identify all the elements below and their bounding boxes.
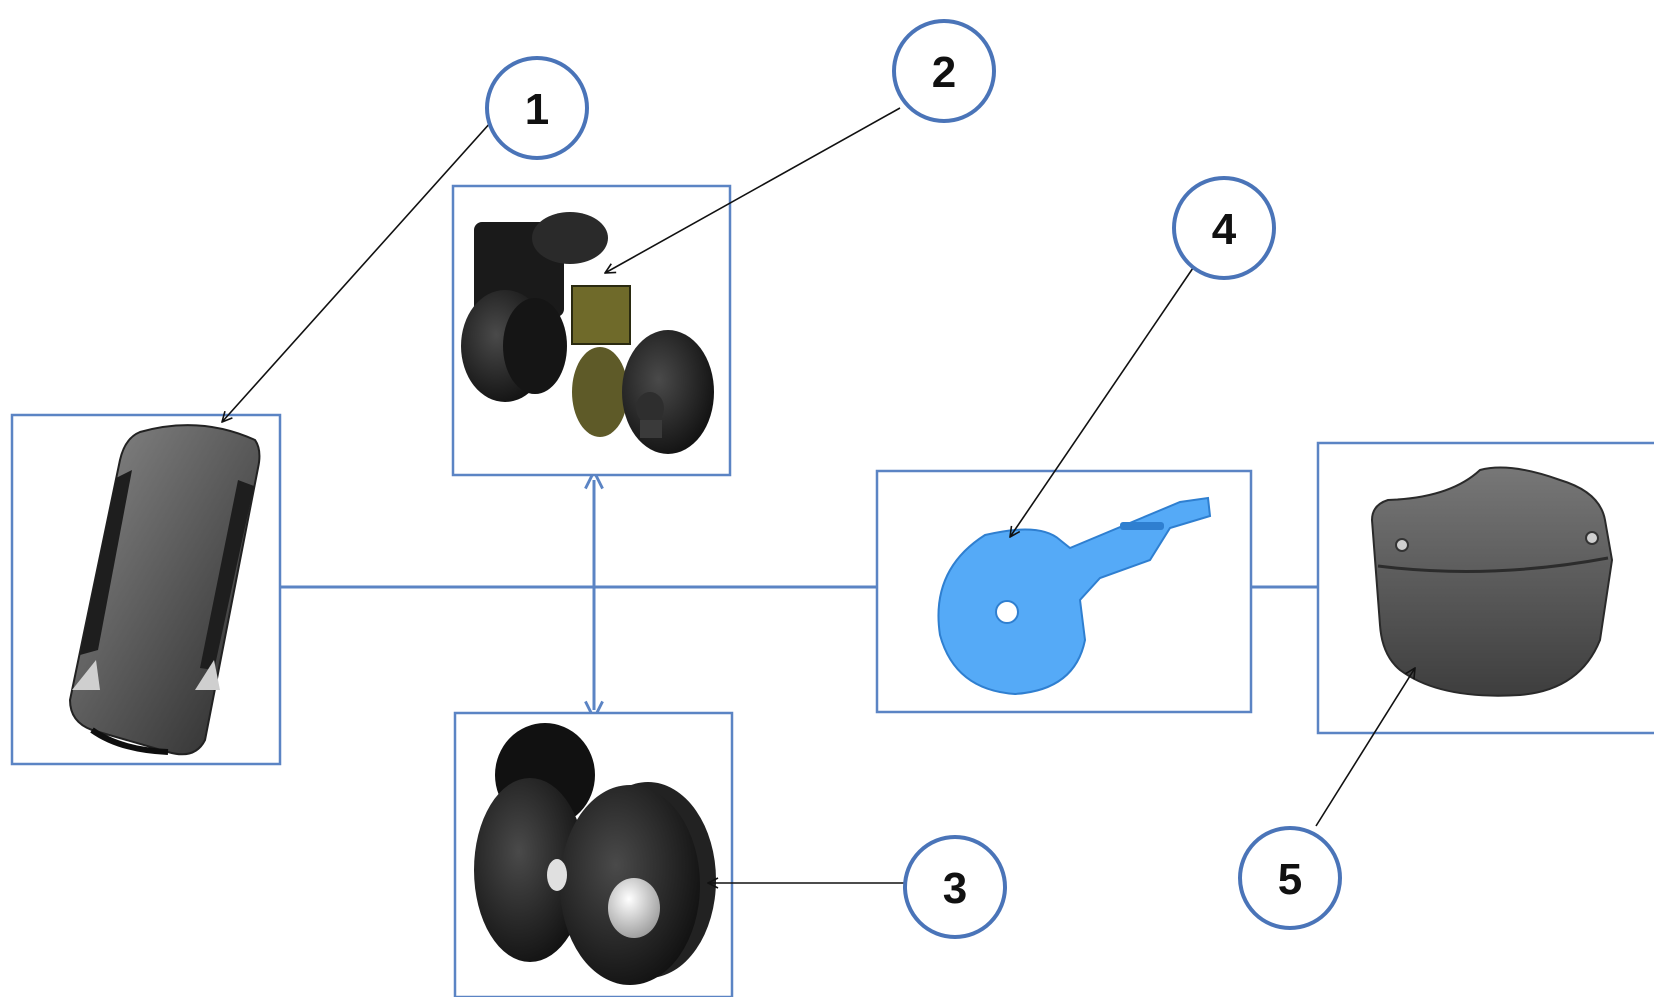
swing-arm-icon [937, 496, 1212, 696]
callout-4: 4 [1172, 176, 1276, 280]
leader-2 [605, 107, 901, 273]
callout-1-label: 1 [525, 85, 549, 134]
connection-lines [263, 480, 1318, 710]
callout-2: 2 [892, 19, 996, 123]
leader-4 [1010, 267, 1194, 537]
disc-pulley-icon [474, 723, 716, 985]
callout-2-label: 2 [932, 48, 956, 97]
callout-3: 3 [903, 835, 1007, 939]
leader-5 [1315, 668, 1415, 827]
callout-5: 5 [1238, 826, 1342, 930]
enclosure-cover-icon [1370, 466, 1614, 697]
leader-lines [222, 107, 1415, 883]
component-5-frame [1316, 441, 1654, 735]
callout-4-label: 4 [1212, 205, 1237, 254]
component-1-frame [10, 413, 282, 766]
phone-mount-base-icon [68, 424, 261, 756]
component-4-frame [875, 469, 1253, 714]
callout-5-label: 5 [1278, 855, 1302, 904]
component-3-frame [453, 711, 734, 997]
leader-1 [222, 121, 492, 422]
component-2-frame [451, 184, 732, 477]
callout-1: 1 [485, 56, 589, 160]
gear-motor-assembly-icon [461, 212, 714, 454]
callout-3-label: 3 [943, 864, 967, 913]
